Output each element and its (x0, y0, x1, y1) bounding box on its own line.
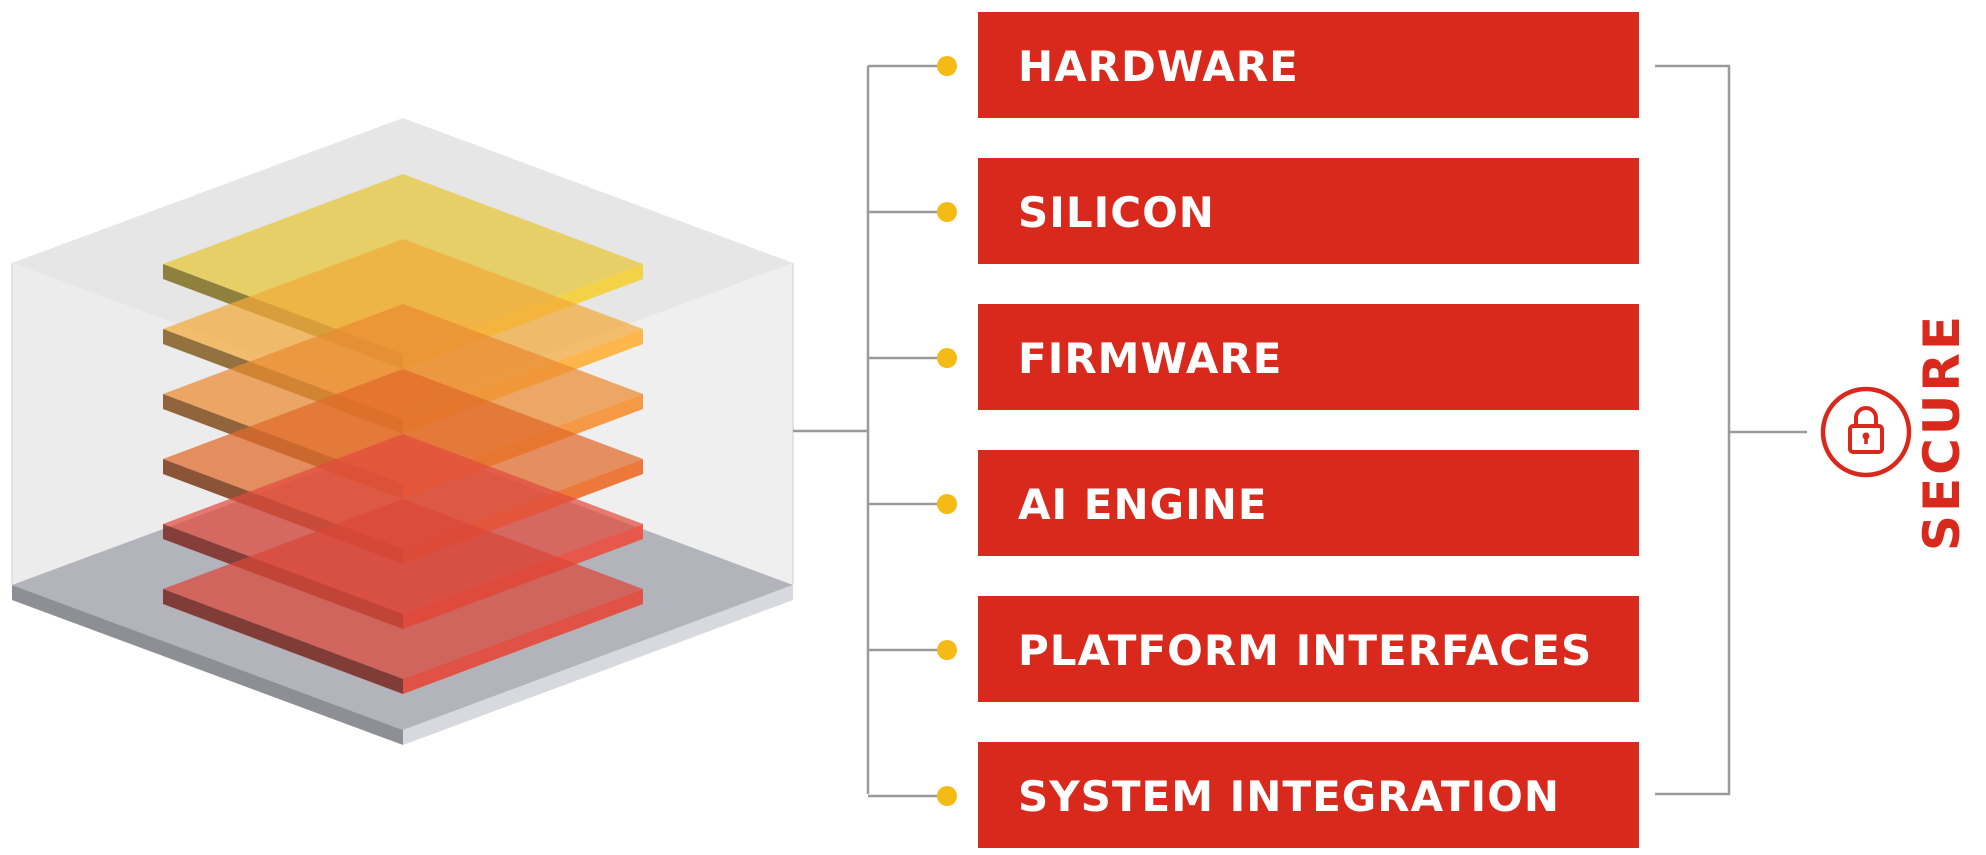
layer-box: SYSTEM INTEGRATION (978, 742, 1639, 848)
layer-box: PLATFORM INTERFACES (978, 596, 1639, 702)
connector-dot (937, 202, 957, 222)
connector-dot (937, 56, 957, 76)
layer-label: HARDWARE (1018, 42, 1299, 91)
secure-label: SECURE (1913, 313, 1971, 551)
base-plate-right-edge (403, 585, 793, 745)
layer-label: FIRMWARE (1018, 334, 1282, 383)
layer-boxes: HARDWARE SILICON FIRMWARE AI ENGINE PLATFORM… (978, 12, 1639, 848)
layer-box: AI ENGINE (978, 450, 1639, 556)
lock-icon (1820, 386, 1912, 478)
layer-label: SYSTEM INTEGRATION (1018, 772, 1560, 821)
connector-dot (937, 348, 957, 368)
stack-plate (163, 499, 643, 694)
connector-dots (937, 56, 957, 806)
connector-dot (937, 786, 957, 806)
left-bracket-branches (868, 64, 940, 798)
layer-label: SILICON (1018, 188, 1215, 237)
layer-box-background (978, 742, 1639, 848)
layer-label: AI ENGINE (1018, 480, 1268, 529)
layer-stack-illustration (11, 118, 794, 745)
base-plate-left-edge (12, 585, 403, 745)
layer-label: PLATFORM INTERFACES (1018, 626, 1592, 675)
layer-box-background (978, 12, 1639, 118)
stack-plates (163, 174, 643, 694)
layer-box: FIRMWARE (978, 304, 1639, 410)
connector-lines (793, 64, 1807, 798)
connector-dot (937, 494, 957, 514)
layer-box: SILICON (978, 158, 1639, 264)
layer-box: HARDWARE (978, 12, 1639, 118)
connector-dot (937, 640, 957, 660)
right-bracket (1655, 64, 1731, 796)
layer-box-background (978, 304, 1639, 410)
layer-box-background (978, 158, 1639, 264)
layer-box-background (978, 596, 1639, 702)
layer-box-background (978, 450, 1639, 556)
